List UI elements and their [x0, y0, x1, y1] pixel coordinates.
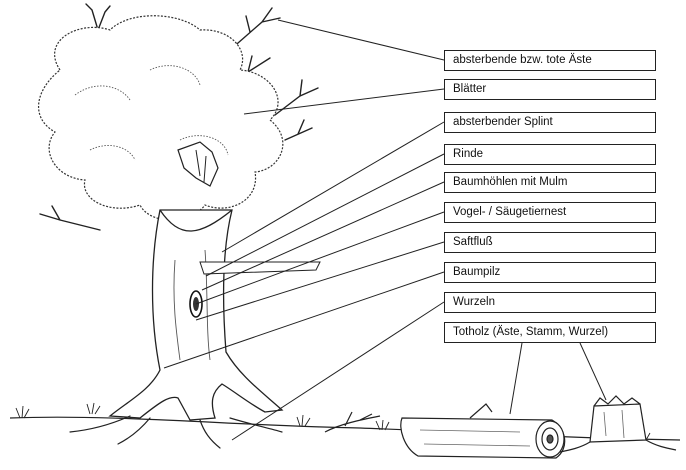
leader-nest — [195, 211, 445, 305]
tree-trunk — [108, 209, 321, 421]
label-dead-branches: absterbende bzw. tote Äste — [444, 50, 656, 71]
label-tree-fungus: Baumpilz — [444, 262, 656, 283]
roots — [69, 415, 283, 449]
leader-deadwood-stump — [579, 342, 607, 401]
label-dying-sapwood: absterbender Splint — [444, 112, 656, 133]
leader-sap-flow — [195, 241, 445, 321]
leader-leaves — [243, 88, 445, 115]
dead-branches — [39, 3, 319, 231]
deadwood-stump — [559, 395, 677, 453]
label-tree-hollows: Baumhöhlen mit Mulm — [444, 172, 656, 193]
ground-line — [9, 416, 681, 441]
label-roots: Wurzeln — [444, 292, 656, 313]
leader-tree-hollow — [201, 181, 445, 291]
leader-dying-sapwood — [221, 121, 445, 253]
leader-dead-branches — [277, 19, 445, 61]
label-bark: Rinde — [444, 144, 656, 165]
deadwood-branch — [324, 411, 381, 433]
label-leaves: Blätter — [444, 79, 656, 100]
leader-fungus — [163, 271, 445, 369]
label-deadwood: Totholz (Äste, Stamm, Wurzel) — [444, 322, 656, 343]
label-sap-flow: Saftfluß — [444, 232, 656, 253]
deadwood-log — [400, 403, 566, 459]
label-bird-mammal-nest: Vogel- / Säugetiernest — [444, 202, 656, 223]
leader-bark — [205, 153, 445, 277]
leader-deadwood-log — [509, 342, 523, 415]
foliage-crown — [38, 15, 284, 221]
leader-lines — [163, 19, 607, 441]
leader-roots — [231, 301, 445, 441]
bark-flap — [199, 261, 321, 275]
